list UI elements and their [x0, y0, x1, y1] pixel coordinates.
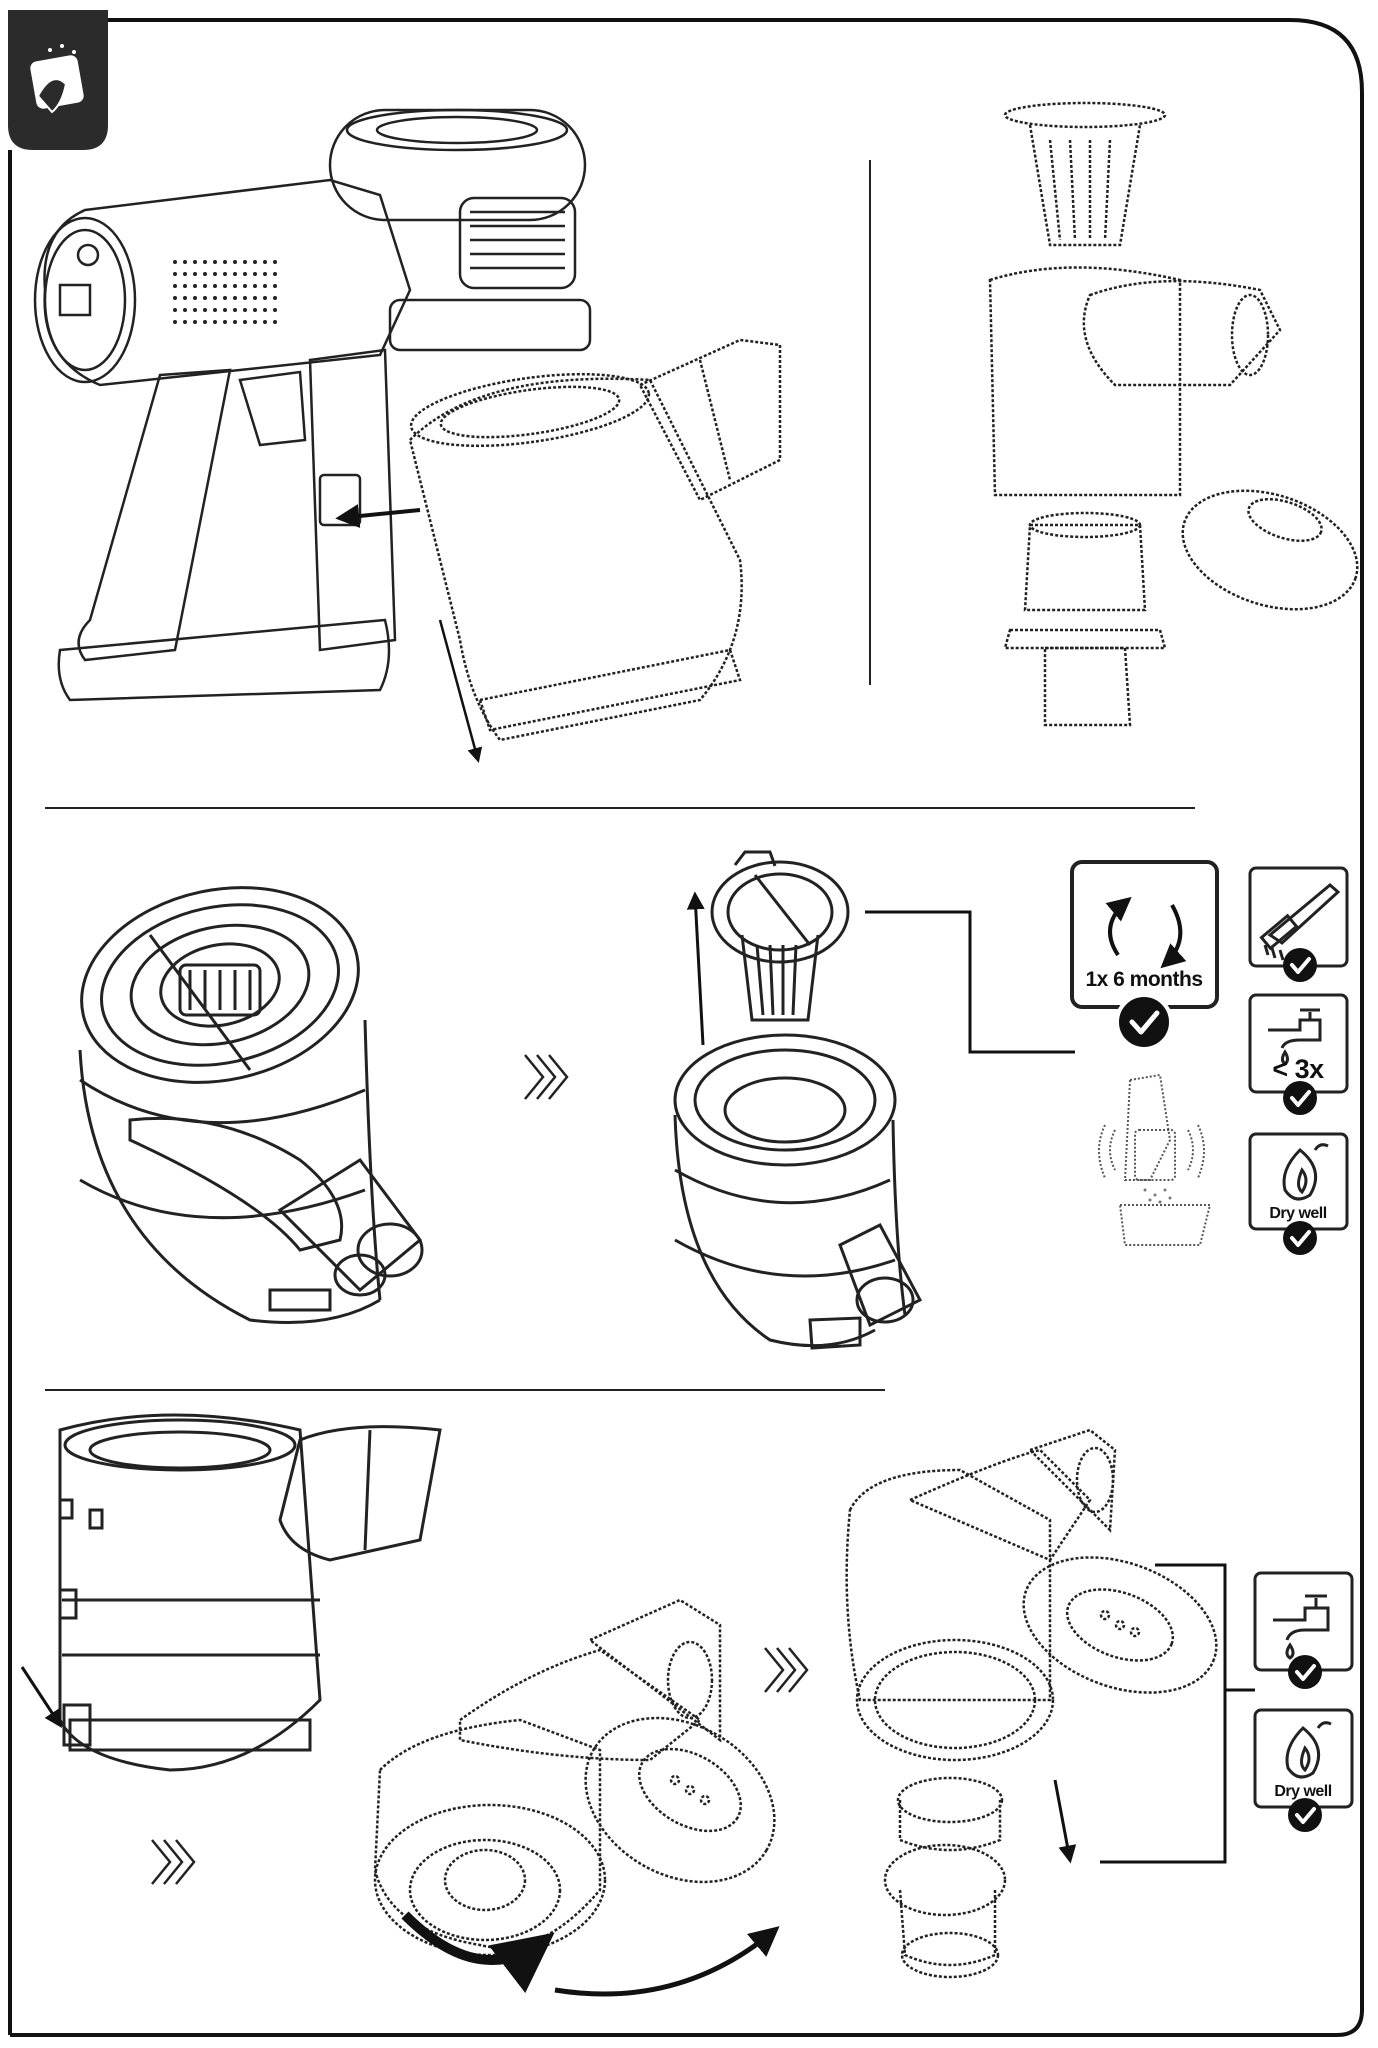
flame-icon: [1282, 1143, 1329, 1201]
twist-arrow: [401, 1911, 780, 1997]
rinse-badge-bottom: [1253, 1571, 1354, 1691]
tap-icon: [1268, 1008, 1322, 1066]
dry-label-bottom: Dry well: [1274, 1783, 1331, 1800]
dry-badge-bottom: Dry well: [1253, 1708, 1354, 1834]
filter-removed-illustration: [673, 850, 923, 1350]
exploded-container-illustration: [988, 101, 1359, 727]
page-frame: [10, 18, 1364, 2037]
check-icon: [1115, 993, 1173, 1051]
brush-badge: [1248, 866, 1349, 984]
container-side-illustration: [58, 1413, 442, 1772]
check-icon: [1281, 1079, 1319, 1117]
rinse-badge: < 3x: [1248, 993, 1349, 1117]
chevron-arrows-icon: [150, 1838, 196, 1886]
shake-filter-illustration: [1098, 1073, 1212, 1246]
rinse-limit-label: < 3x: [1272, 1054, 1324, 1084]
dust-container-illustration: [408, 338, 782, 742]
filter-container-illustration: [78, 886, 424, 1324]
chevron-arrows-icon: [763, 1646, 809, 1694]
dry-badge-top: Dry well: [1248, 1132, 1349, 1257]
interval-badge: 1x 6 months: [1070, 860, 1219, 1051]
brush-icon: [1259, 883, 1341, 961]
container-separated-illustration: [845, 1428, 1218, 1979]
check-icon: [1281, 946, 1319, 984]
cleaning-hands-icon: [8, 10, 108, 150]
dry-label-top: Dry well: [1269, 1205, 1326, 1222]
chevron-arrows-icon: [523, 1053, 569, 1101]
check-icon: [1281, 1219, 1319, 1257]
check-icon: [1286, 1653, 1324, 1691]
flame-icon: [1285, 1721, 1332, 1779]
container-open-lid-illustration: [373, 1598, 776, 1957]
rotate-arrows-icon: [1105, 896, 1187, 969]
tap-icon: [1273, 1594, 1330, 1660]
interval-label: 1x 6 months: [1085, 968, 1202, 991]
vacuum-handheld-illustration: [33, 108, 592, 702]
check-icon: [1286, 1796, 1324, 1834]
